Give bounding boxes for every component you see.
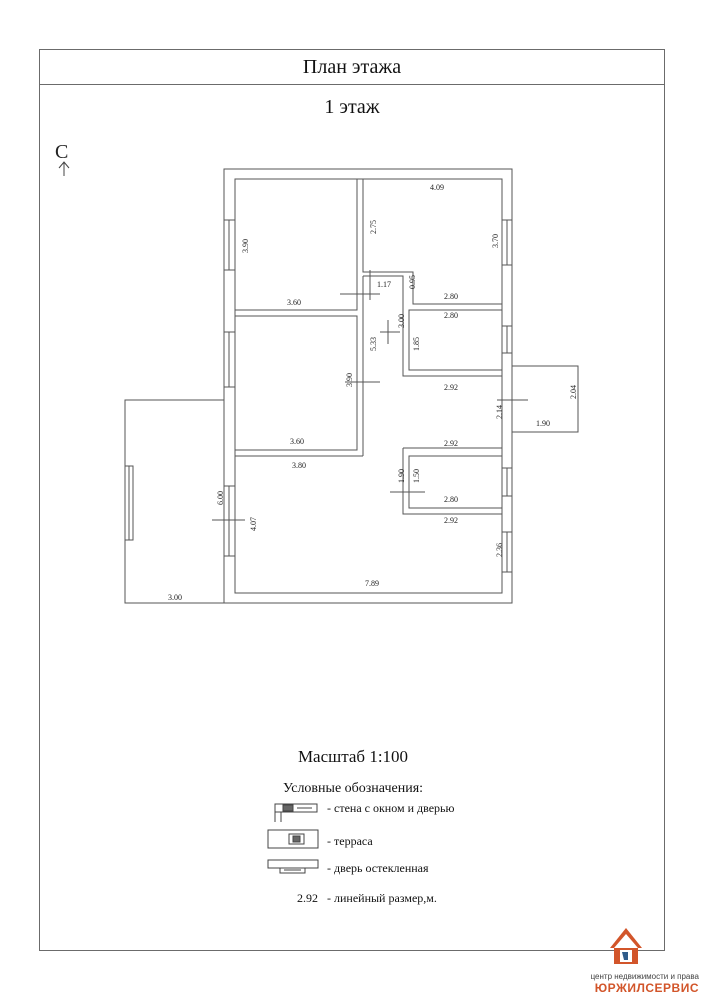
terrace-west [124, 399, 224, 604]
outer-walls [223, 168, 513, 604]
dim-big-right: 2.36 [495, 543, 504, 557]
dim-room5-top: 2.92 [444, 439, 458, 448]
dim-hall-w1: 2.92 [444, 383, 458, 392]
room-4 [234, 315, 358, 451]
room-1 [234, 178, 358, 311]
dim-corr-main: 5.33 [369, 337, 378, 351]
dim-big-mid: 2.92 [444, 516, 458, 525]
windows [223, 219, 513, 573]
dimensions: 3.90 3.60 1.17 4.09 2.75 3.70 2.80 0.95 … [168, 183, 578, 602]
room-5-wall [402, 448, 502, 515]
dim-big-total-h: 6.00 [216, 491, 225, 505]
dim-terr-e-w: 1.90 [536, 419, 550, 428]
dim-corr-small: 0.95 [408, 275, 417, 289]
plan-title: План этажа [40, 50, 664, 85]
dim-room5-left: 1.90 [397, 469, 406, 483]
legend-item-wall: - стена с окном и дверью [327, 801, 455, 815]
brand-logo-icon [610, 928, 642, 964]
terrace-east [512, 365, 579, 433]
legend-glass-door-symbol [267, 859, 319, 874]
dim-room2-bottom: 2.80 [444, 292, 458, 301]
brand-tagline: центр недвижимости и права [590, 972, 699, 981]
dim-room5-h: 1.50 [412, 469, 421, 483]
dim-big-left: 4.07 [249, 517, 258, 531]
legend-dim-example: 2.92 [297, 891, 318, 905]
legend-dim-label: - линейный размер,м. [327, 891, 437, 905]
dim-terr-w-w: 3.00 [168, 593, 182, 602]
dim-door-w: 1.17 [377, 280, 391, 289]
legend-item-terrace: - терраса [327, 834, 373, 848]
brand-name: ЮРЖИЛСЕРВИС [594, 981, 699, 995]
dim-hall-h: 2.14 [495, 405, 504, 419]
dim-room3-left: 3.00 [397, 314, 406, 328]
dim-room1-h: 3.90 [241, 239, 250, 253]
door-markers [212, 270, 528, 521]
dim-room4-h: 3.90 [345, 373, 354, 387]
corridor [363, 275, 502, 377]
dim-terr-e-h: 2.04 [569, 385, 578, 399]
brand-logo: центр недвижимости и права ЮРЖИЛСЕРВИС [549, 920, 699, 995]
dim-room3-top: 2.80 [444, 311, 458, 320]
floor-label: 1 этаж [324, 96, 380, 118]
dim-big-bottom: 7.89 [365, 579, 379, 588]
room-2 [362, 178, 503, 305]
legend-item-glass-door: - дверь остекленная [327, 861, 429, 875]
dim-room2-top: 4.09 [430, 183, 444, 192]
dim-room2-right: 3.70 [491, 234, 500, 248]
north-label: С [55, 141, 68, 163]
legend-symbols [267, 803, 319, 874]
legend-wall-symbol [274, 803, 318, 822]
legend-terrace-symbol [267, 829, 319, 849]
north-arrow: С [55, 141, 70, 176]
dim-room1-w: 3.60 [287, 298, 301, 307]
scale-label: Масштаб 1:100 [297, 747, 409, 766]
legend-title: Условные обозначения: [283, 781, 424, 796]
dim-room5-bottom: 2.80 [444, 495, 458, 504]
dim-room4-w: 3.60 [290, 437, 304, 446]
dim-big-top: 3.80 [292, 461, 306, 470]
drawing-frame: План этажа 1 этаж [39, 49, 665, 951]
dim-room2-left: 2.75 [369, 220, 378, 234]
dim-room3-h: 1.85 [412, 337, 421, 351]
